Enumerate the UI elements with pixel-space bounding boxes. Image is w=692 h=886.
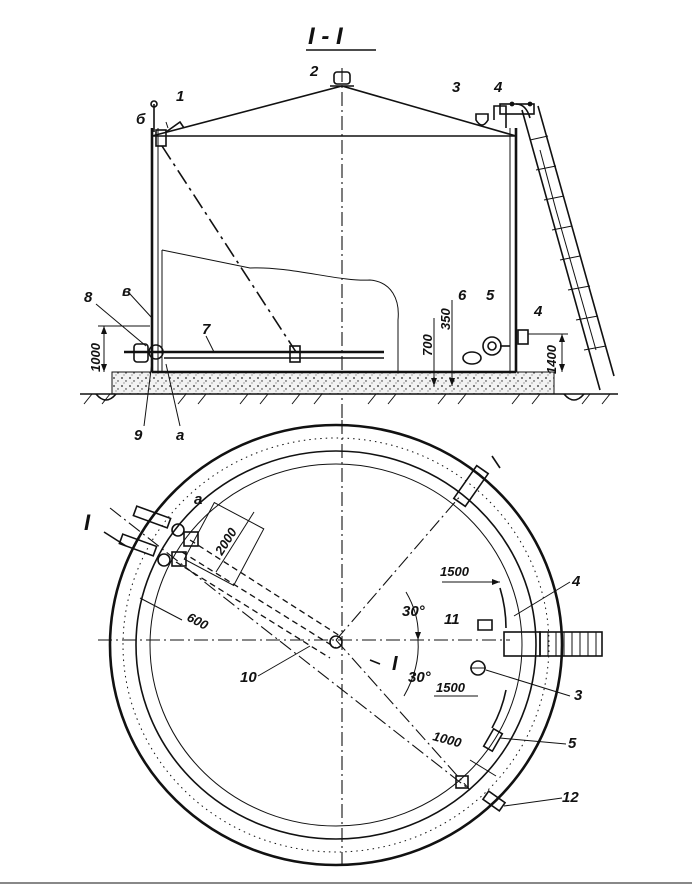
- leader-v: [129, 293, 153, 319]
- tank-plan-wall: [135, 450, 537, 840]
- angle-top-text: 30°: [402, 603, 426, 620]
- dim-600-text: 600: [185, 609, 212, 633]
- ladder-platform: [503, 631, 603, 657]
- label-1: 1: [176, 88, 184, 105]
- section-line-I: [109, 507, 471, 791]
- leader-plan-5: [499, 737, 567, 745]
- label-2: 2: [309, 63, 319, 80]
- center-support: [329, 635, 343, 649]
- dim-1000-plan-text: 1000: [431, 728, 464, 750]
- leader-plan-12: [503, 797, 563, 807]
- label-5: 5: [486, 287, 495, 304]
- leader-a: [165, 363, 181, 427]
- bottom-pipeline: [124, 343, 384, 363]
- leader-plan-4: [513, 581, 571, 617]
- right-drain: [563, 393, 585, 401]
- tank-plan-wall-inner: [149, 463, 523, 827]
- leader-plan-10: [257, 645, 311, 677]
- section-mark-I-right: I: [392, 653, 398, 675]
- tank-roof: [151, 85, 517, 137]
- level-gauge-top: [150, 100, 185, 147]
- left-drain: [95, 393, 117, 401]
- foundation-hatched-ring: [122, 437, 550, 853]
- section-title: I - I: [308, 23, 344, 50]
- label-9: 9: [134, 427, 143, 444]
- label-7: 7: [202, 321, 211, 338]
- dim-1500-top: 1500: [440, 564, 500, 585]
- leader-8: [95, 303, 147, 347]
- plan-label-12: 12: [562, 789, 579, 806]
- dim-350: 350: [438, 300, 455, 386]
- label-8: 8: [84, 289, 93, 306]
- inlet-pipe: [175, 539, 343, 659]
- plan-fittings: [452, 455, 507, 812]
- dim-1400: 1400: [528, 333, 568, 374]
- section-mark-I-left: I: [84, 510, 91, 535]
- label-4-side: 4: [533, 303, 543, 320]
- dim-1400-text: 1400: [544, 344, 559, 374]
- plan-label-3: 3: [574, 687, 583, 704]
- breathing-valve: [330, 71, 354, 87]
- dim-2000: 2000: [211, 511, 255, 573]
- dim-1500-top-text: 1500: [440, 564, 470, 579]
- foundation-outer-ring: [108, 423, 564, 867]
- sand-foundation: [111, 371, 555, 395]
- ground-hatching: [83, 393, 611, 405]
- hatch-and-valve: [475, 101, 535, 128]
- plan-label-5: 5: [568, 735, 577, 752]
- section-arrow-left: [103, 531, 127, 547]
- leader-7: [205, 335, 215, 353]
- section-arrow-right: [369, 659, 381, 665]
- dim-1500-bottom-text: 1500: [436, 680, 466, 695]
- cutaway-edge: [161, 249, 399, 372]
- dim-1000-plan: 1000: [431, 728, 497, 777]
- leader-plan-3: [485, 669, 571, 697]
- label-b: б: [136, 111, 146, 128]
- plan-label-4: 4: [571, 573, 581, 590]
- plan-label-10: 10: [240, 669, 257, 686]
- label-v: в: [122, 283, 131, 300]
- dim-1000-left: 1000: [88, 325, 150, 372]
- dim-700: 700: [420, 318, 437, 386]
- leader-1: [165, 121, 169, 129]
- dim-350-text: 350: [438, 308, 453, 330]
- dim-700-text: 700: [420, 334, 435, 356]
- left-valves: [118, 501, 265, 587]
- section-view: I - I: [80, 23, 618, 444]
- plan-label-a: a: [194, 491, 202, 508]
- label-4-top: 4: [493, 79, 503, 96]
- label-6: 6: [458, 287, 467, 304]
- side-fittings: [462, 329, 529, 365]
- plan-view: I I a 3 4 5 10 11 12 2000 600 1500: [84, 420, 603, 870]
- dim-1500-bottom: 1500: [434, 680, 478, 697]
- label-3: 3: [452, 79, 461, 96]
- gauge-cable: [161, 145, 297, 353]
- dim-1000-text: 1000: [88, 342, 103, 372]
- leader-9: [143, 361, 153, 427]
- plan-label-11: 11: [444, 611, 460, 628]
- plan-axis-30-up: [335, 493, 463, 641]
- label-a: а: [176, 427, 184, 444]
- angle-marks: 30° 30°: [402, 591, 432, 697]
- ladder: [521, 105, 615, 391]
- plan-axis-30-down: [335, 639, 471, 791]
- angle-bottom-text: 30°: [408, 669, 432, 686]
